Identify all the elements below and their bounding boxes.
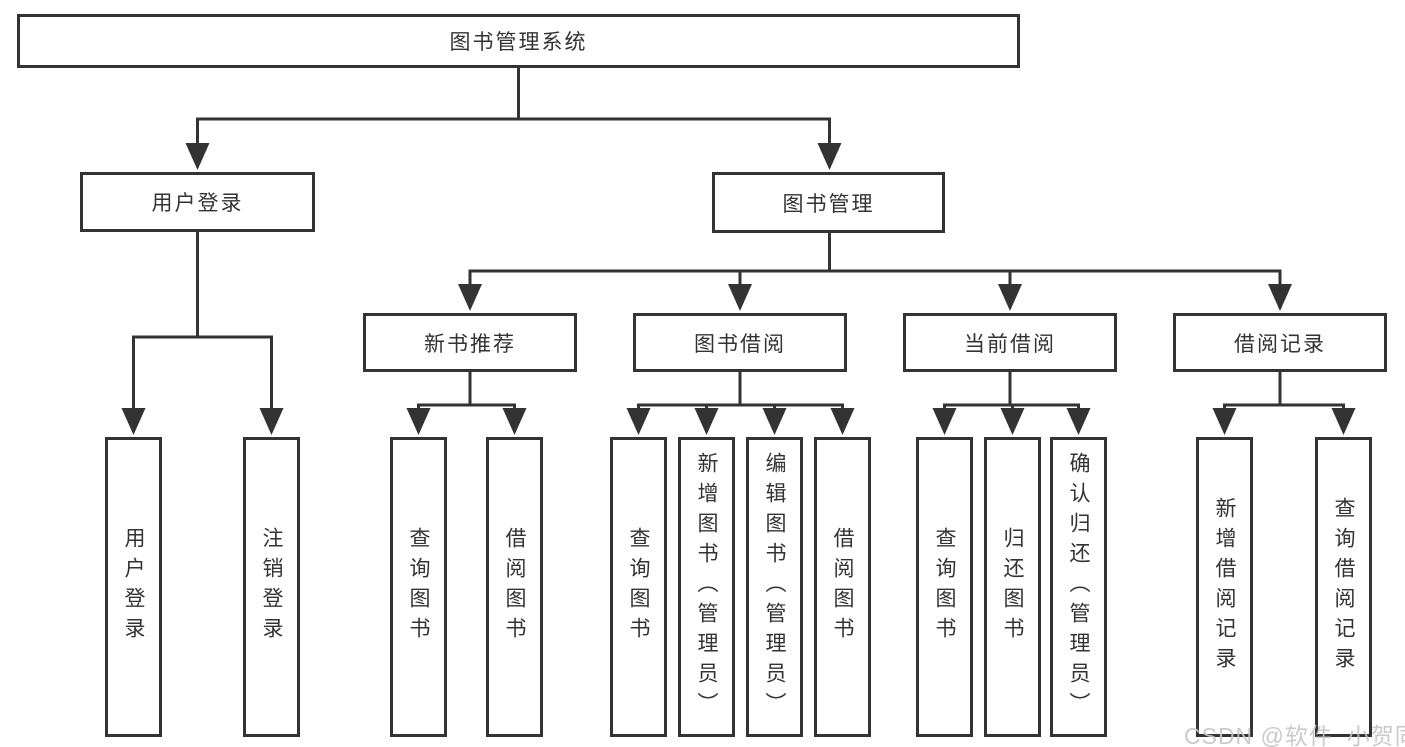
node-current-borrowing: 当前借阅 (903, 313, 1117, 372)
leaf-nb-borrow-books-label: 借阅图书 (503, 527, 526, 647)
leaf-bb-borrow-books-label: 借阅图书 (831, 527, 854, 647)
node-user-login-label: 用户登录 (151, 192, 244, 215)
node-book-management-system-label: 图书管理系统 (449, 31, 588, 54)
leaf-cb-confirm-return-admin: 确认归还（管理员） (1050, 437, 1107, 737)
node-book-management-system: 图书管理系统 (17, 14, 1020, 68)
leaf-bb-edit-books-admin-label: 编辑图书（管理员） (763, 452, 786, 722)
node-new-book-recommend: 新书推荐 (363, 313, 577, 372)
leaf-cb-confirm-return-admin-label: 确认归还（管理员） (1067, 452, 1090, 722)
leaf-br-add-record: 新增借阅记录 (1196, 437, 1253, 737)
leaf-bb-query-books-label: 查询图书 (627, 527, 650, 647)
node-borrowing-records-label: 借阅记录 (1234, 332, 1326, 356)
leaf-cb-return-books: 归还图书 (984, 437, 1041, 737)
leaf-bb-add-books-admin-label: 新增图书（管理员） (695, 452, 718, 722)
leaf-cb-return-books-label: 归还图书 (1001, 527, 1024, 647)
node-new-book-recommend-label: 新书推荐 (424, 332, 516, 356)
leaf-br-query-record-label: 查询借阅记录 (1332, 497, 1355, 677)
node-borrowing-records: 借阅记录 (1173, 313, 1387, 372)
node-current-borrowing-label: 当前借阅 (964, 332, 1056, 356)
leaf-nb-query-books-label: 查询图书 (407, 527, 430, 647)
leaf-bb-borrow-books: 借阅图书 (814, 437, 871, 737)
csdn-watermark: CSDN @软件_小贺同学 (1184, 723, 1405, 747)
node-book-borrowing: 图书借阅 (633, 313, 847, 372)
node-book-borrowing-label: 图书借阅 (694, 332, 786, 356)
leaf-cb-query-books: 查询图书 (916, 437, 973, 737)
leaf-nb-query-books: 查询图书 (390, 437, 447, 737)
leaf-br-add-record-label: 新增借阅记录 (1213, 497, 1236, 677)
leaf-cb-query-books-label: 查询图书 (933, 527, 956, 647)
leaf-logout-label: 注销登录 (260, 527, 283, 647)
leaf-br-query-record: 查询借阅记录 (1315, 437, 1372, 737)
leaf-bb-query-books: 查询图书 (610, 437, 667, 737)
leaf-nb-borrow-books: 借阅图书 (486, 437, 543, 737)
node-book-management-label: 图书管理 (782, 192, 875, 216)
leaf-user-login: 用户登录 (105, 437, 162, 737)
node-user-login: 用户登录 (80, 172, 315, 232)
leaf-user-login-label: 用户登录 (122, 527, 145, 647)
node-book-management: 图书管理 (712, 172, 945, 233)
leaf-logout: 注销登录 (243, 437, 300, 737)
leaf-bb-add-books-admin: 新增图书（管理员） (678, 437, 735, 737)
leaf-bb-edit-books-admin: 编辑图书（管理员） (746, 437, 803, 737)
